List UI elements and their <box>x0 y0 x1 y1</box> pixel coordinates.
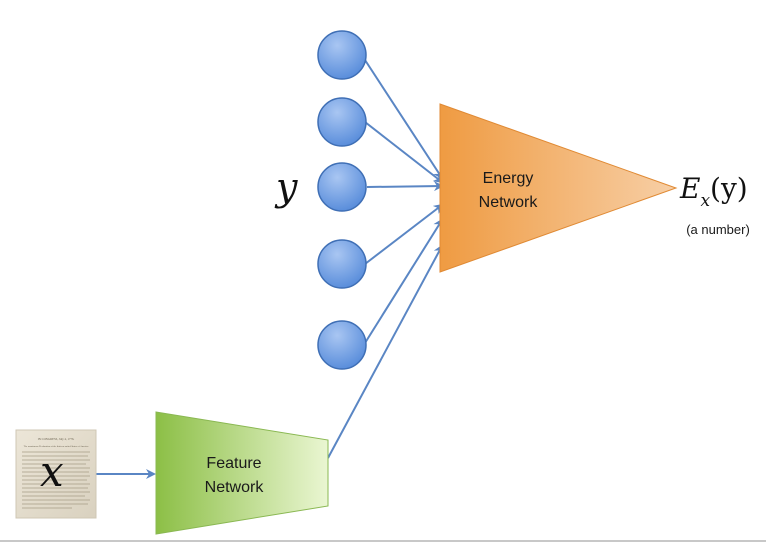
x-symbol: x <box>40 447 64 496</box>
output-node-1 <box>317 30 367 80</box>
output-node-2 <box>317 97 367 147</box>
document-title: The unanimous Declaration of the thirtee… <box>24 445 90 448</box>
input-document-image: IN CONGRESS, July 4, 1776. The unanimous… <box>15 429 97 519</box>
energy-network-label-line2: Network <box>479 194 539 211</box>
feature-network-label-line1: Feature <box>206 455 261 472</box>
feature-network-label-line2: Network <box>205 479 265 496</box>
arrow-feature-to-energy <box>327 244 443 459</box>
bottom-divider <box>0 540 766 542</box>
arrow-node-1 <box>364 59 444 180</box>
arrow-node-5 <box>364 218 444 344</box>
output-node-4 <box>317 239 367 289</box>
output-nodes <box>317 30 367 370</box>
arrow-node-3 <box>366 181 444 192</box>
energy-output-main: E <box>679 172 700 205</box>
y-symbol: y <box>274 165 298 209</box>
node-to-energy-arrows <box>96 59 444 479</box>
energy-output-arg: (y) <box>710 172 748 205</box>
document-page <box>15 429 97 519</box>
document-text-lines <box>22 451 90 509</box>
energy-network-label-line1: Energy <box>483 170 534 187</box>
output-node-3 <box>317 162 367 212</box>
arrow-node-4 <box>364 203 444 265</box>
output-node-5 <box>317 320 367 370</box>
feature-network-shape <box>155 411 329 535</box>
document-heading: IN CONGRESS, July 4, 1776. <box>38 437 75 442</box>
energy-network-shape <box>439 103 678 273</box>
energy-output-symbol: Ex(y) <box>679 172 748 211</box>
energy-output: Ex(y) (a number) <box>679 172 750 237</box>
arrow-node-2 <box>364 121 444 184</box>
energy-output-sub: x <box>700 191 710 211</box>
energy-output-note: (a number) <box>686 222 750 237</box>
